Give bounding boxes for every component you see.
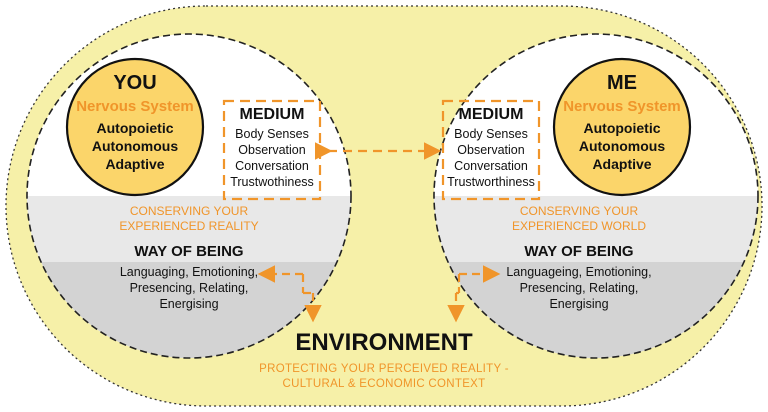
medium-left-item: Conversation xyxy=(235,159,309,173)
medium-right-item: Trustworthiness xyxy=(447,175,535,189)
right-environment-connector xyxy=(447,265,501,323)
me-trait-3: Adaptive xyxy=(592,156,652,172)
medium-left-item: Observation xyxy=(238,143,306,157)
way-of-being-right-title: WAY OF BEING xyxy=(524,243,634,260)
way-of-being-right-line: Energising xyxy=(549,297,609,311)
conserve-left-line-1: CONSERVING YOUR xyxy=(129,204,249,218)
environment-subtitle-line-1: PROTECTING YOUR PERCEIVED REALITY - xyxy=(259,363,509,375)
environment-title: ENVIRONMENT xyxy=(295,329,473,356)
way-of-being-right-line: Presencing, Relating, xyxy=(519,281,639,295)
way-of-being-left-title: WAY OF BEING xyxy=(134,243,244,260)
me-trait-1: Autopoietic xyxy=(583,120,661,136)
environment-subtitle-line-2: CULTURAL & ECONOMIC CONTEXT xyxy=(282,378,486,390)
medium-right-item: Body Senses xyxy=(454,127,528,141)
me-nervous-system-circle xyxy=(552,57,692,197)
me-nervous-system-label: Nervous System xyxy=(563,98,681,115)
me-trait-2: Autonomous xyxy=(578,138,666,154)
you-nervous-system-label: Nervous System xyxy=(76,98,194,115)
you-trait-3: Adaptive xyxy=(105,156,165,172)
medium-left-item: Body Senses xyxy=(235,127,309,141)
you-trait-1: Autopoietic xyxy=(96,120,174,136)
medium-right-title: MEDIUM xyxy=(458,106,524,123)
way-of-being-left-line: Presencing, Relating, xyxy=(129,281,249,295)
medium-right-box xyxy=(441,99,541,201)
medium-left-item: Trustwothiness xyxy=(230,175,314,189)
medium-left-title: MEDIUM xyxy=(239,106,305,123)
left-environment-connector xyxy=(257,265,322,323)
conserve-left-line-2: EXPERIENCED REALITY xyxy=(119,219,259,233)
conserve-right-line-2: EXPERIENCED WORLD xyxy=(511,219,647,233)
medium-right-item: Observation xyxy=(457,143,525,157)
way-of-being-left-line: Energising xyxy=(159,297,219,311)
you-title: YOU xyxy=(113,72,157,94)
medium-right-item: Conversation xyxy=(454,159,528,173)
conserve-right-line-1: CONSERVING YOUR xyxy=(519,204,639,218)
you-nervous-system-circle xyxy=(65,57,205,197)
me-title: ME xyxy=(607,72,637,94)
way-of-being-right-line: Languageing, Emotioning, xyxy=(506,265,652,279)
you-trait-2: Autonomous xyxy=(91,138,179,154)
way-of-being-left-line: Languaging, Emotioning, xyxy=(119,265,259,279)
